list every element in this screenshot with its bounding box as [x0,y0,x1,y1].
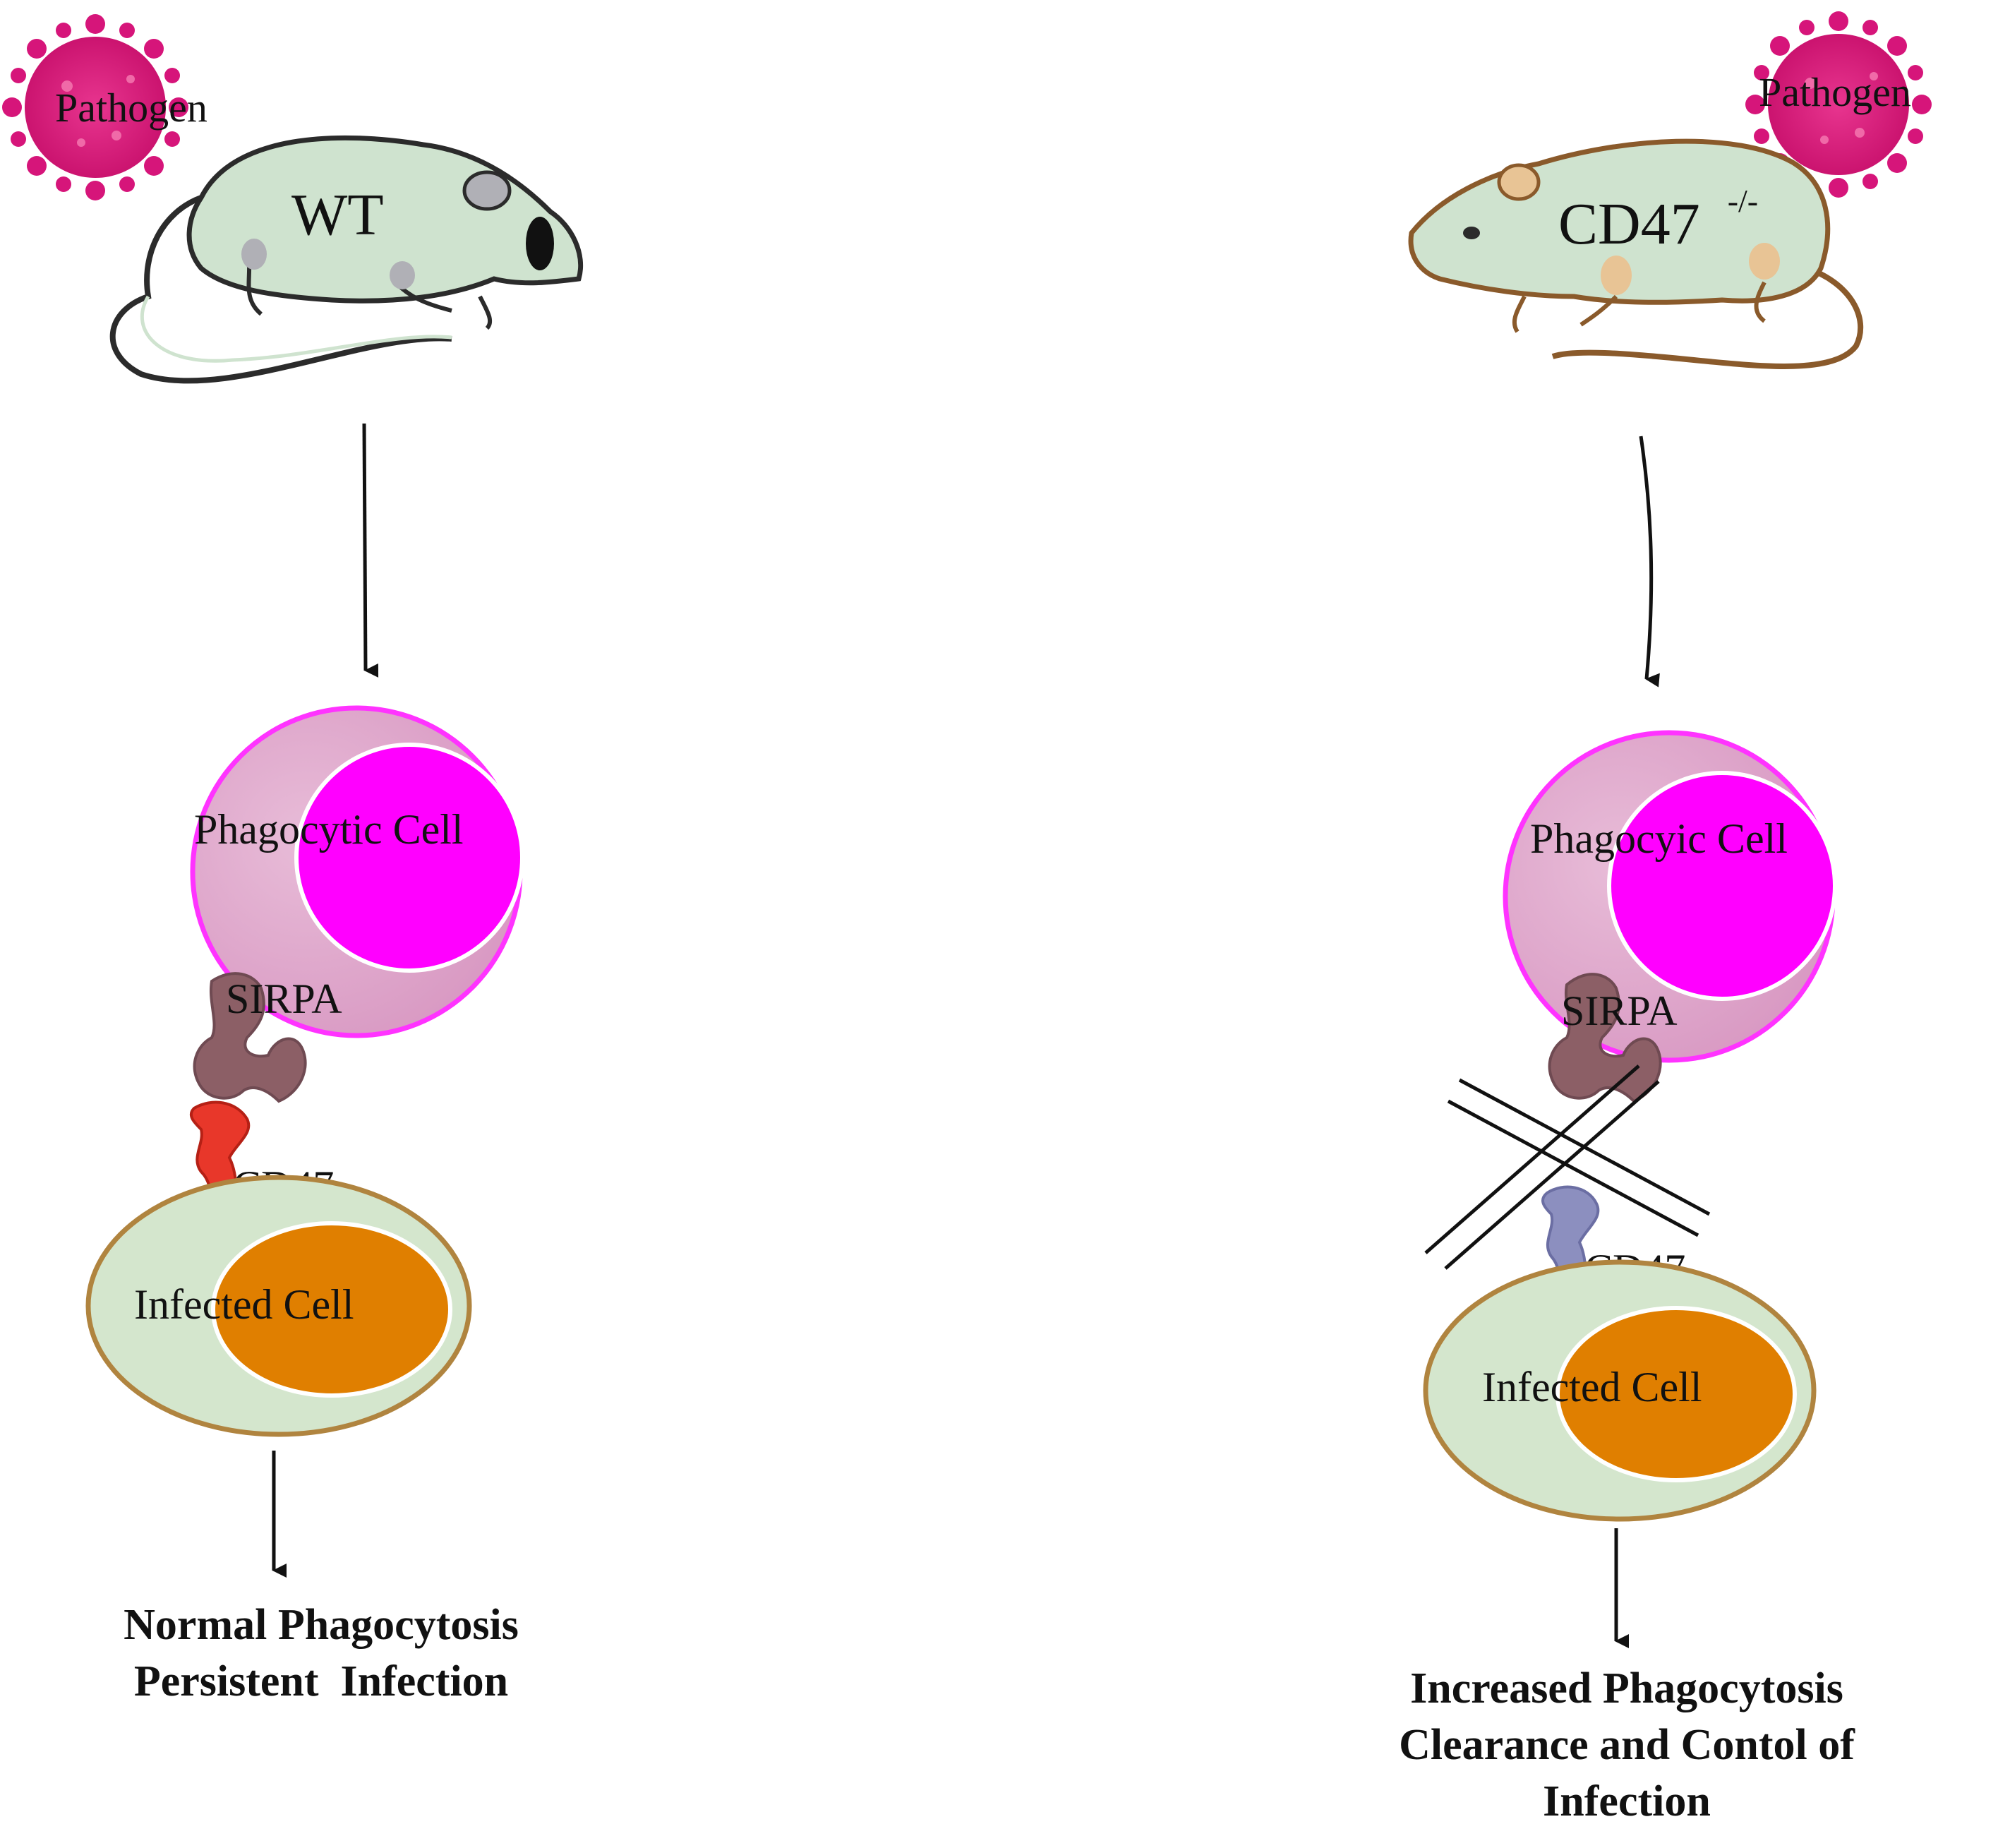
nucleus [1607,771,1837,1001]
nucleus [294,743,524,973]
nucleus [211,1221,452,1398]
arrow-down [1639,436,1660,688]
phagocytic-cell-label: Phagocytic Cell [194,806,464,853]
infected-cell-right: Infected Cell [1423,1259,1817,1522]
arrow-down [362,423,379,678]
sirpa-label: SIRPA [226,976,342,1022]
phagocytic-cell-label: Phagocyic Cell [1530,815,1788,862]
outcome-line-1: Increased Phagocytosis [1410,1664,1843,1712]
mouse-icon [1408,138,1864,369]
cd47-knockout-mouse: CD47 -/- [1408,138,1864,369]
outcome-left: Normal Phagocytosis Persistent Infection [124,1601,519,1705]
mouse-label-superscript: -/- [1728,183,1758,219]
mouse-label: WT [291,182,384,248]
nucleus [1555,1306,1797,1482]
phagocytic-cell-left: Phagocytic Cell [190,705,524,1038]
outcome-line-3: Infection [1543,1777,1711,1825]
blocked-interaction-icon [1424,1064,1711,1270]
left-panel: Pathogen WT Phagocytic Cell [2,14,584,1705]
pathogen-label: Pathogen [1759,69,1911,115]
outcome-line-1: Normal Phagocytosis [124,1601,519,1649]
infected-cell-left: Infected Cell [85,1175,472,1437]
outcome-line-2: Clearance and Contol of [1399,1721,1855,1769]
sirpa-receptor-left: SIRPA [193,972,342,1103]
mouse-label: CD47 -/- [1558,183,1758,257]
infected-cell-label: Infected Cell [134,1281,354,1328]
outcome-right: Increased Phagocytosis Clearance and Con… [1399,1664,1855,1825]
right-panel: Pathogen CD47 -/- [1399,11,1932,1825]
wt-mouse: WT [109,135,584,384]
virus-icon [2,14,188,200]
infected-cell-label: Infected Cell [1482,1364,1702,1410]
sirpa-label: SIRPA [1561,988,1678,1034]
mouse-label-text: CD47 [1558,191,1700,257]
mouse-icon [109,135,584,384]
pathogen-right: Pathogen [1745,11,1932,198]
outcome-line-2: Persistent Infection [134,1657,508,1705]
pathogen-label: Pathogen [55,85,207,131]
pathogen-left: Pathogen [2,14,207,200]
